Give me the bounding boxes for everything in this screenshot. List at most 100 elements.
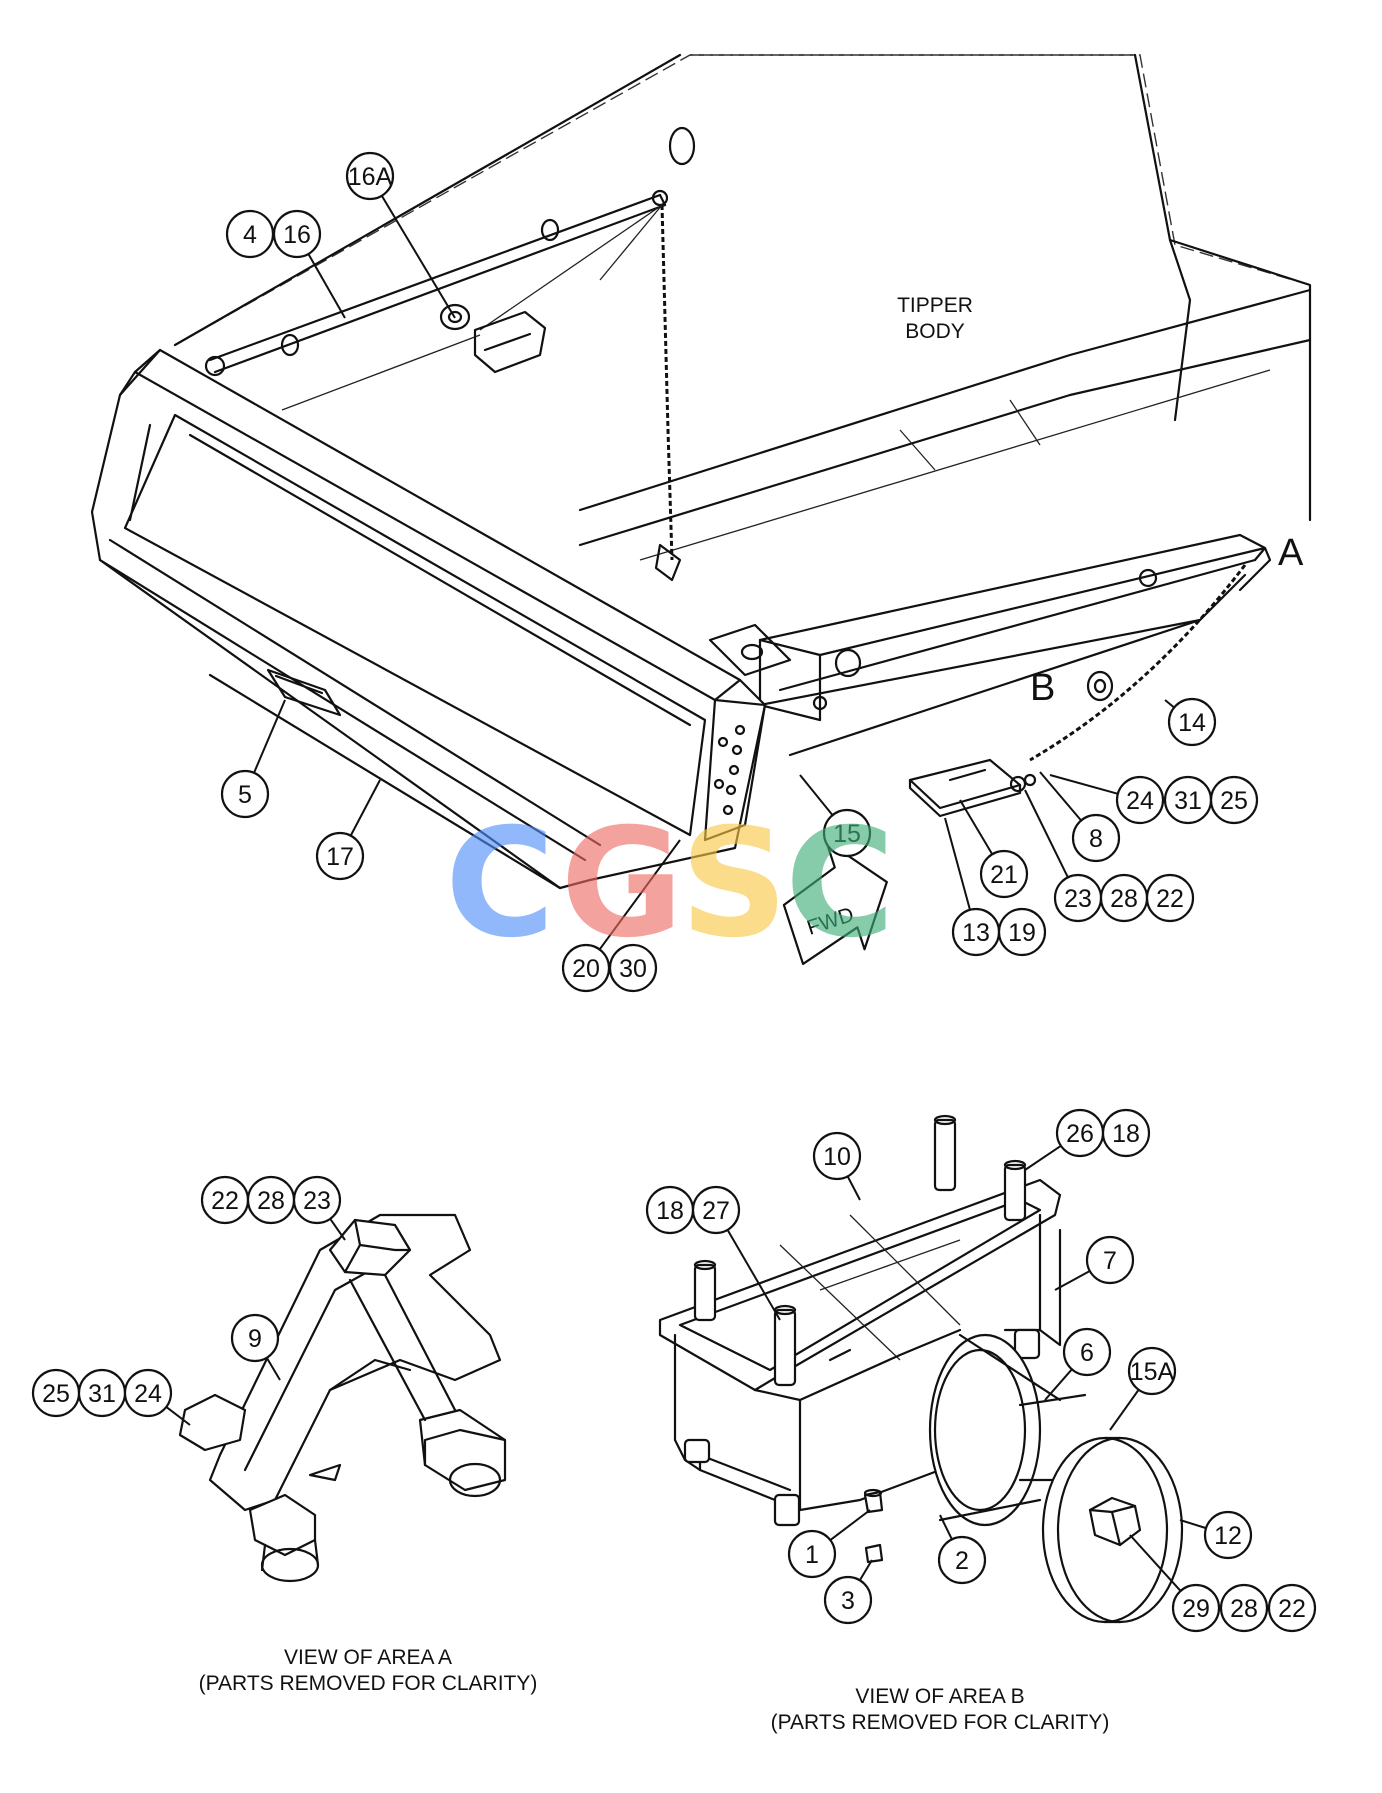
callout-30: 30: [608, 943, 658, 993]
callout-number: 25: [42, 1380, 70, 1408]
leader-line: [939, 1514, 953, 1540]
callout-number: 16: [283, 221, 311, 249]
watermark-letter: C: [785, 797, 895, 971]
leader-line: [1129, 1534, 1182, 1592]
area-a-marker: A: [1278, 532, 1304, 574]
callout-8: 8: [1071, 813, 1121, 863]
area-b-marker: B: [1030, 667, 1055, 709]
callout-22: 22: [1145, 873, 1195, 923]
callout-number: 18: [656, 1197, 684, 1225]
callout-31: 31: [77, 1368, 127, 1418]
callout-22: 22: [1267, 1583, 1317, 1633]
callout-number: 14: [1178, 709, 1206, 737]
view-area-a-drawing: [178, 1213, 507, 1583]
callout-22: 22: [200, 1175, 250, 1225]
leader-line: [1024, 1145, 1062, 1171]
callout-16: 16: [272, 209, 322, 259]
callout-number: 10: [823, 1143, 851, 1171]
tipper-body-label-1: TIPPER: [897, 294, 973, 317]
callout-number: 20: [572, 955, 600, 983]
leader-line: [329, 1218, 346, 1241]
callout-1: 1: [787, 1529, 837, 1579]
callout-18: 18: [1101, 1108, 1151, 1158]
callout-number: 18: [1112, 1120, 1140, 1148]
callout-29: 29: [1171, 1583, 1221, 1633]
stud-bolts: [683, 1114, 1041, 1527]
watermark-letter: C: [445, 797, 555, 971]
mounting-bracket: [908, 758, 1037, 818]
view-b-subtitle: (PARTS REMOVED FOR CLARITY): [771, 1711, 1110, 1734]
view-a-subtitle: (PARTS REMOVED FOR CLARITY): [199, 1672, 538, 1695]
callout-25: 25: [1209, 775, 1259, 825]
tailgate: [90, 348, 767, 890]
callout-10: 10: [812, 1131, 862, 1181]
bolt-row: [713, 724, 746, 816]
callout-23: 23: [292, 1175, 342, 1225]
leader-line: [1049, 774, 1119, 795]
leader-line: [598, 839, 681, 951]
callout-number: 24: [134, 1380, 162, 1408]
callout-number: 15: [833, 820, 861, 848]
callout-number: 12: [1214, 1522, 1242, 1550]
callout-number: 2: [955, 1547, 969, 1575]
callout-15A: 15A: [1127, 1346, 1177, 1396]
leader-line: [1109, 1389, 1140, 1431]
callout-5: 5: [220, 769, 270, 819]
callout-28: 28: [1219, 1583, 1269, 1633]
callout-number: 22: [211, 1187, 239, 1215]
callout-17: 17: [315, 831, 365, 881]
callout-4: 4: [225, 209, 275, 259]
callout-18: 18: [645, 1185, 695, 1235]
callout-number: 7: [1103, 1247, 1117, 1275]
callout-number: 25: [1220, 787, 1248, 815]
callout-number: 22: [1156, 885, 1184, 913]
leader-line: [380, 195, 456, 319]
view-a-title: VIEW OF AREA A: [284, 1646, 452, 1669]
callout-number: 21: [990, 861, 1018, 889]
callout-number: 29: [1182, 1595, 1210, 1623]
callout-12: 12: [1203, 1510, 1253, 1560]
callout-number: 28: [1110, 885, 1138, 913]
leader-line: [265, 1357, 281, 1381]
tipper-body: [173, 53, 1312, 762]
callout-21: 21: [979, 849, 1029, 899]
callout-number: 15A: [1130, 1358, 1175, 1386]
callout-3: 3: [823, 1575, 873, 1625]
callout-number: 22: [1278, 1595, 1306, 1623]
watermark-letter: S: [680, 797, 788, 971]
callout-6: 6: [1062, 1327, 1112, 1377]
callout-number: 28: [1230, 1595, 1258, 1623]
callout-2: 2: [937, 1535, 987, 1585]
callout-23: 23: [1053, 873, 1103, 923]
leader-line: [1164, 699, 1175, 709]
callout-16A: 16A: [345, 151, 395, 201]
callout-number: 17: [326, 843, 354, 871]
callout-31: 31: [1163, 775, 1213, 825]
leader-line: [307, 253, 346, 319]
leader-line: [1024, 789, 1069, 878]
view-b-title: VIEW OF AREA B: [855, 1685, 1024, 1708]
callout-number: 13: [962, 919, 990, 947]
leader-line: [1044, 1368, 1073, 1401]
leader-line: [253, 699, 286, 774]
callout-14: 14: [1167, 697, 1217, 747]
view-area-b-drawing: [658, 1114, 1184, 1624]
callout-19: 19: [997, 907, 1047, 957]
callout-24: 24: [1115, 775, 1165, 825]
leader-line: [829, 1509, 871, 1541]
leader-line: [846, 1175, 861, 1201]
leader-line: [959, 799, 994, 855]
leader-line: [165, 1406, 191, 1426]
callout-number: 19: [1008, 919, 1036, 947]
callout-26: 26: [1055, 1108, 1105, 1158]
leader-line: [858, 1559, 873, 1581]
callout-number: 30: [619, 955, 647, 983]
callout-number: 23: [1064, 885, 1092, 913]
callout-number: 16A: [348, 163, 393, 191]
callout-number: 3: [841, 1587, 855, 1615]
callout-27: 27: [691, 1185, 741, 1235]
leader-line: [349, 779, 381, 837]
